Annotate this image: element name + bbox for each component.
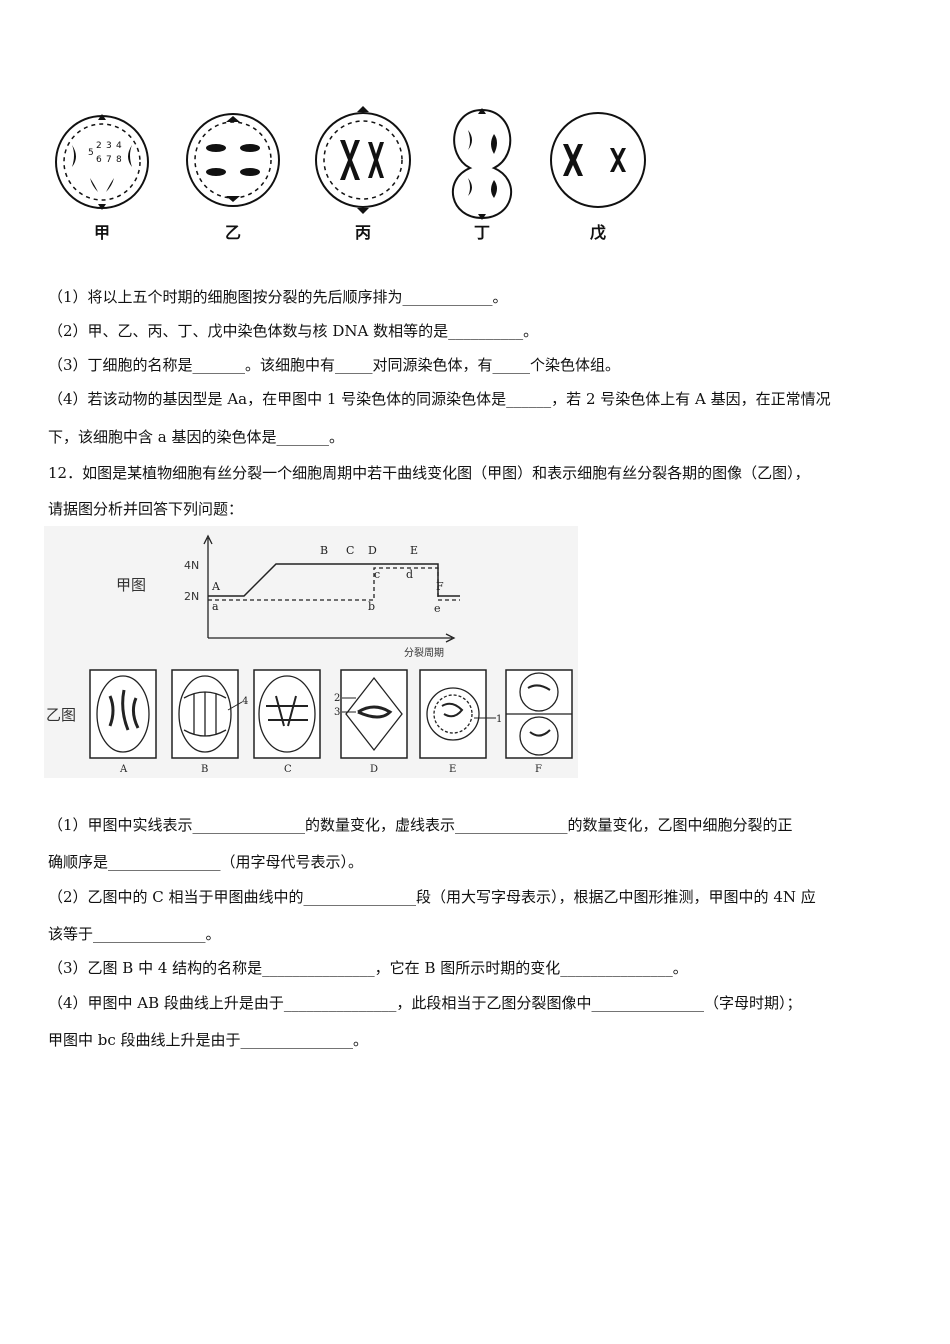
- chromosome-label: 4: [116, 141, 122, 151]
- q11-part4-cont: 下，该细胞中含 a 基因的染色体是_______。: [48, 428, 344, 446]
- q12-stem-cont: 请据图分析并回答下列问题：: [48, 500, 244, 518]
- callout-1: 1: [496, 714, 502, 725]
- callout-3: 3: [334, 707, 340, 718]
- cell-label: 甲: [94, 223, 110, 242]
- chromosome-label: 2: [96, 141, 102, 151]
- cells-label: 乙图: [46, 706, 76, 724]
- q11-part4: （4）若该动物的基因型是 Aa，在甲图中 1 号染色体的同源染色体是______…: [48, 390, 831, 408]
- cell-label-C: C: [284, 764, 292, 775]
- cell-label-E: E: [449, 764, 456, 775]
- point-d: d: [406, 568, 413, 581]
- chromosome-label: 8: [116, 155, 122, 165]
- dashed-curve: [208, 567, 460, 601]
- point-F: F: [436, 580, 444, 593]
- cell-yi: [186, 113, 280, 207]
- q12-part2-cont: 该等于_______________。: [48, 925, 221, 943]
- q12-part4: （4）甲图中 AB 段曲线上升是由于_______________，此段相当于乙…: [48, 994, 802, 1012]
- cell-jia: [55, 115, 149, 209]
- cell-label-A: A: [119, 764, 128, 775]
- q12-part3: （3）乙图 B 中 4 结构的名称是_______________，它在 B 图…: [48, 959, 688, 977]
- cell-label-B: B: [201, 764, 208, 775]
- point-e: e: [434, 602, 441, 615]
- q11-part1: （1）将以上五个时期的细胞图按分裂的先后顺序排为____________。: [48, 288, 508, 306]
- x-axis-label: 分裂周期: [404, 646, 444, 659]
- point-c: c: [374, 568, 380, 581]
- chromosome-label: 3: [106, 141, 112, 151]
- q12-part2: （2）乙图中的 C 相当于甲图曲线中的_______________段（用大写字…: [48, 888, 816, 906]
- q12-part4-cont: 甲图中 bc 段曲线上升是由于_______________。: [48, 1031, 369, 1049]
- q11-part2: （2）甲、乙、丙、丁、戊中染色体数与核 DNA 数相等的是__________。: [48, 322, 539, 340]
- cell-division-figure: 5 2 6 3 7 4 8 甲 乙 丙 丁 戊: [55, 106, 646, 242]
- chromosome-label: 6: [96, 155, 102, 165]
- cell-panel-E: [419, 669, 487, 759]
- cell-label-F: F: [535, 764, 542, 775]
- callout-2: 2: [334, 693, 340, 704]
- graph-label: 甲图: [116, 576, 146, 594]
- q12-stem: 12．如图是某植物细胞有丝分裂一个细胞周期中若干曲线变化图（甲图）和表示细胞有丝…: [48, 464, 810, 482]
- cell-label-D: D: [370, 764, 378, 775]
- cell-wu: [550, 112, 646, 208]
- solid-curve: [208, 563, 460, 597]
- cell-label: 丁: [474, 223, 490, 242]
- mitosis-figure: 甲图 乙图 4N 2N 分裂周期 A B C D E F a b c d e: [44, 526, 578, 778]
- cell-panel-C: [253, 669, 321, 759]
- callout-4: 4: [242, 696, 248, 707]
- point-B: B: [320, 544, 328, 557]
- cell-ding: [452, 108, 512, 220]
- point-D: D: [368, 544, 377, 557]
- point-E: E: [410, 544, 418, 557]
- y-tick-2n: 2N: [184, 590, 199, 603]
- y-tick-4n: 4N: [184, 559, 199, 572]
- point-C: C: [346, 544, 354, 557]
- cell-label: 乙: [225, 223, 241, 242]
- chromosome-label: 7: [106, 155, 112, 165]
- cell-panel-D: [340, 669, 408, 759]
- q12-part1: （1）甲图中实线表示_______________的数量变化，虚线表示_____…: [48, 816, 793, 834]
- cell-label: 丙: [355, 223, 371, 242]
- point-b: b: [368, 600, 375, 613]
- point-a: a: [212, 600, 219, 613]
- q11-part3: （3）丁细胞的名称是_______。该细胞中有_____对同源染色体，有____…: [48, 356, 621, 374]
- point-A: A: [211, 580, 221, 593]
- cell-bing: [315, 112, 411, 208]
- q12-part1-cont: 确顺序是_______________（用字母代号表示）。: [48, 853, 364, 871]
- chromosome-label: 5: [88, 148, 94, 158]
- cell-label: 戊: [590, 223, 606, 242]
